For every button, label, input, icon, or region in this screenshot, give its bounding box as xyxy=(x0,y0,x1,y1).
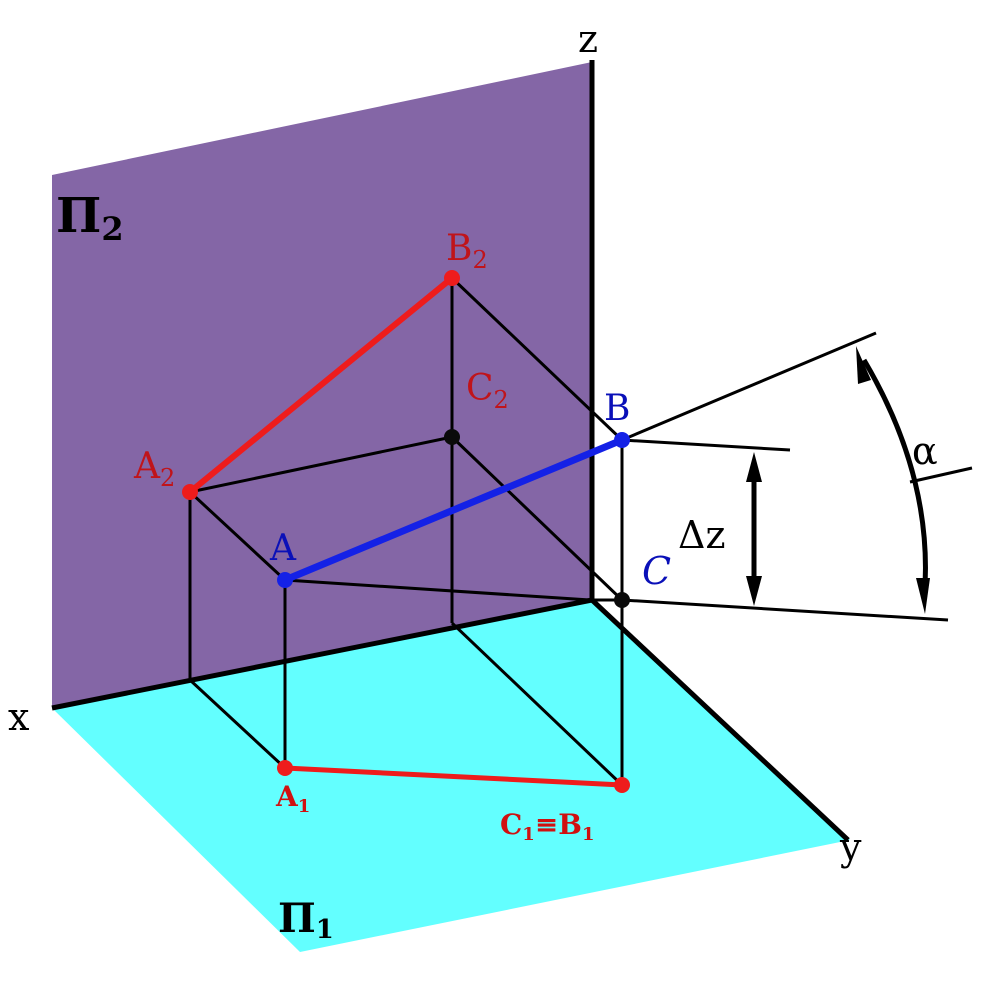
plane-label-pi1: Π1 xyxy=(278,895,334,945)
label-c: C xyxy=(642,549,671,593)
label-c2: C2 xyxy=(466,368,509,414)
segment-a2-b2 xyxy=(188,275,454,495)
label-alpha: α xyxy=(912,429,938,473)
label-b2: B2 xyxy=(446,228,488,274)
point-c xyxy=(614,592,630,608)
x-axis xyxy=(51,597,593,711)
label-a: A xyxy=(269,528,297,569)
plane-label-pi2: Π2 xyxy=(56,188,124,248)
point-a xyxy=(277,572,293,588)
point-b2 xyxy=(444,270,460,286)
axis-label-y: y xyxy=(839,825,862,869)
segment-a-b xyxy=(283,436,624,584)
axis-label-x: x xyxy=(8,695,29,739)
label-b: B xyxy=(604,388,630,429)
label-delta-z: Δz xyxy=(678,513,725,557)
point-a2 xyxy=(182,484,198,500)
construction-lines xyxy=(188,276,624,787)
y-axis xyxy=(590,598,850,842)
point-c1-b1 xyxy=(614,777,630,793)
label-c1-b1: C1≡B1 xyxy=(500,808,595,845)
segment-a1-b1 xyxy=(284,765,623,788)
point-c2 xyxy=(444,429,460,445)
axis-label-z: z xyxy=(578,17,598,61)
point-b xyxy=(614,432,630,448)
angle-construction xyxy=(621,331,973,622)
label-a2: A2 xyxy=(133,446,175,492)
label-a1: A1 xyxy=(275,780,310,817)
point-a1 xyxy=(277,760,293,776)
